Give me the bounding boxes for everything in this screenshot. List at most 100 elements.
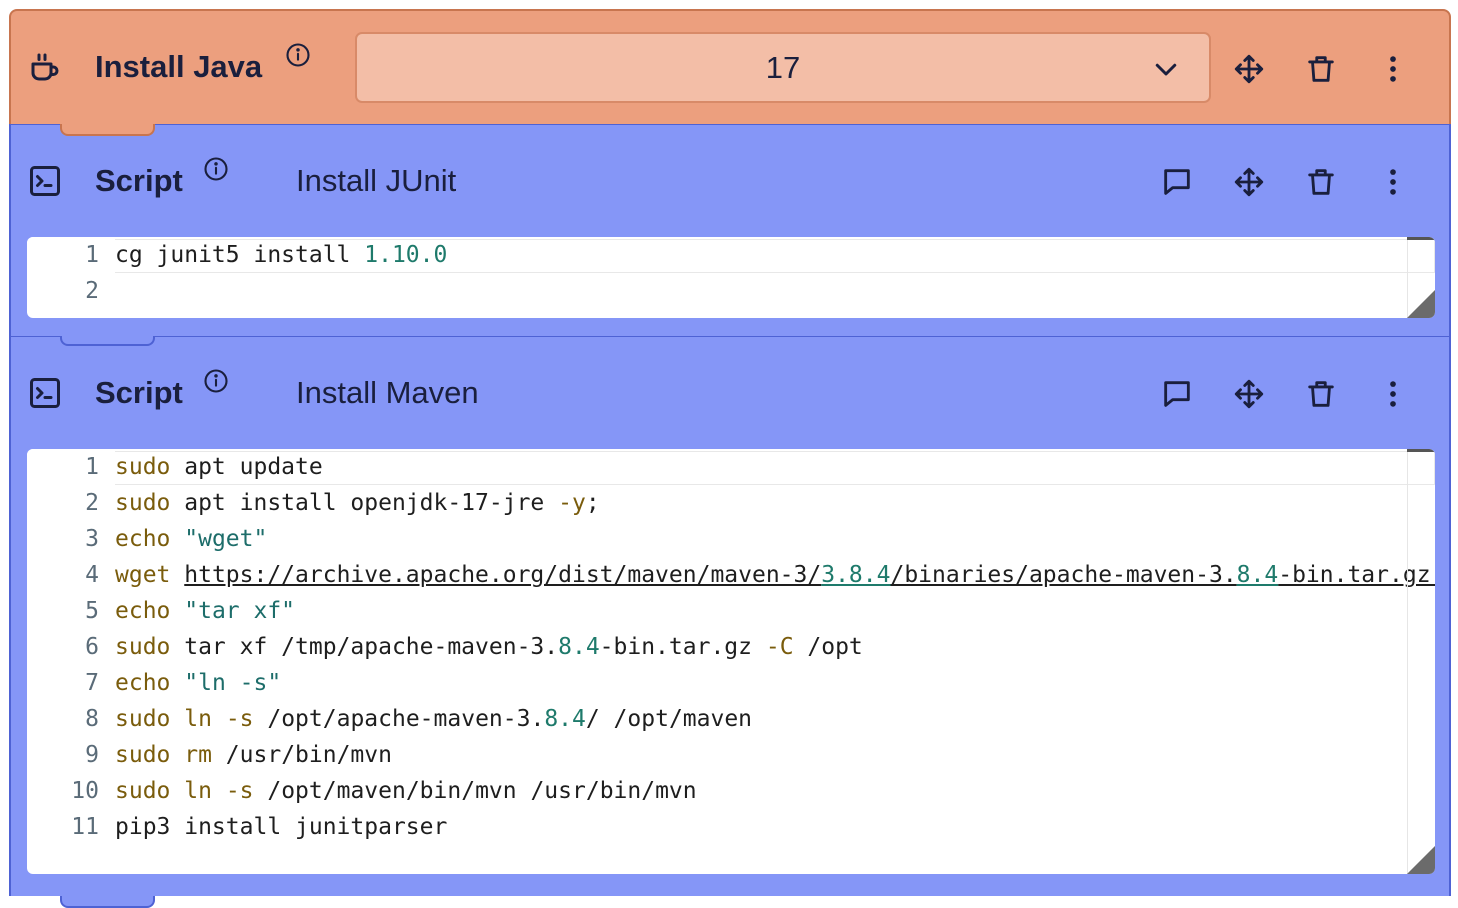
line-number: 10: [27, 773, 99, 809]
line-number: 11: [27, 809, 99, 845]
code-token: [170, 526, 184, 552]
code-token: cg junit5 install: [115, 242, 364, 268]
line-number: 3: [27, 521, 99, 557]
code-token: apt install openjdk-17-jre: [170, 490, 558, 516]
more-vertical-icon[interactable]: [1375, 376, 1411, 412]
install-java-step: Install Java 17: [9, 9, 1451, 124]
code-token: https://archive.apache.org/dist/maven/ma…: [184, 562, 821, 588]
line-number: 5: [27, 593, 99, 629]
step-type-label: Install Java: [95, 49, 262, 85]
code-token: [170, 562, 184, 588]
code-line[interactable]: 7echo "ln -s": [27, 665, 1435, 701]
code-text: cg junit5 install 1.10.0: [115, 237, 447, 273]
terminal-icon: [27, 163, 63, 199]
code-token: [170, 598, 184, 624]
code-line[interactable]: 3 echo "wget": [27, 521, 1435, 557]
line-number: 6: [27, 629, 99, 665]
java-version-select[interactable]: 17: [355, 32, 1211, 103]
code-token: "ln -s": [184, 670, 281, 696]
code-token: 3.8.4: [821, 562, 890, 588]
line-number: 9: [27, 737, 99, 773]
code-token: -s: [226, 778, 254, 804]
code-token: [170, 778, 184, 804]
step-type-label: Script: [95, 163, 183, 199]
more-vertical-icon[interactable]: [1375, 51, 1411, 87]
block-connector: [60, 336, 155, 346]
line-number: 4: [27, 557, 99, 593]
code-line[interactable]: 1 sudo apt update: [27, 449, 1435, 485]
resize-handle-icon[interactable]: [1407, 846, 1435, 874]
move-icon[interactable]: [1231, 376, 1267, 412]
code-token: [170, 742, 184, 768]
code-token: /binaries/apache-maven-3.: [890, 562, 1236, 588]
move-icon[interactable]: [1231, 51, 1267, 87]
info-icon[interactable]: [284, 41, 312, 69]
block-connector: [60, 124, 155, 136]
code-token: echo: [115, 670, 170, 696]
code-token: ;: [586, 490, 600, 516]
code-line[interactable]: 2sudo apt install openjdk-17-jre -y;: [27, 485, 1435, 521]
code-line[interactable]: 5 echo "tar xf": [27, 593, 1435, 629]
code-token: wget: [115, 562, 170, 588]
trash-icon[interactable]: [1303, 376, 1339, 412]
code-text: echo "wget": [115, 521, 267, 557]
code-token: sudo: [115, 706, 170, 732]
code-text: sudo apt install openjdk-17-jre -y;: [115, 485, 600, 521]
code-token: ln: [184, 706, 212, 732]
code-token: sudo: [115, 454, 170, 480]
code-token: echo: [115, 526, 170, 552]
comment-icon[interactable]: [1159, 164, 1195, 200]
code-line[interactable]: 1cg junit5 install 1.10.0: [27, 237, 1435, 273]
code-token: /usr/bin/mvn: [212, 742, 392, 768]
code-token: sudo: [115, 490, 170, 516]
code-token: 8.4: [1237, 562, 1279, 588]
code-text: pip3 install junitparser: [115, 809, 447, 845]
info-icon[interactable]: [202, 367, 230, 395]
code-token: echo: [115, 598, 170, 624]
code-token: 8.4: [544, 706, 586, 732]
code-token: -bin.tar.gz: [600, 634, 766, 660]
line-number: 1: [27, 449, 99, 485]
code-editor[interactable]: 1cg junit5 install 1.10.02: [27, 237, 1435, 318]
code-token: sudo: [115, 634, 170, 660]
code-text: sudo tar xf /tmp/apache-maven-3.8.4-bin.…: [115, 629, 863, 665]
trash-icon[interactable]: [1303, 51, 1339, 87]
code-token: -y: [558, 490, 586, 516]
code-token: apt update: [170, 454, 322, 480]
code-token: [170, 706, 184, 732]
code-line[interactable]: 9sudo rm /usr/bin/mvn: [27, 737, 1435, 773]
editor-scrollbar[interactable]: [1407, 449, 1435, 874]
code-token: "wget": [184, 526, 267, 552]
code-token: 8.4: [558, 634, 600, 660]
step-name[interactable]: Install JUnit: [296, 163, 456, 199]
code-line[interactable]: 6 sudo tar xf /tmp/apache-maven-3.8.4-bin…: [27, 629, 1435, 665]
step-type-label: Script: [95, 375, 183, 411]
coffee-cup-icon: [27, 49, 63, 85]
block-connector: [60, 896, 155, 908]
script-step-maven: Script Install Maven 1sudo apt update2su…: [9, 336, 1451, 896]
more-vertical-icon[interactable]: [1375, 164, 1411, 200]
code-token: [212, 778, 226, 804]
code-token: / /opt/maven: [586, 706, 752, 732]
code-line[interactable]: 8sudo ln -s /opt/apache-maven-3.8.4/ /op…: [27, 701, 1435, 737]
code-token: /opt: [794, 634, 863, 660]
java-step-actions: [1195, 51, 1411, 87]
line-number: 8: [27, 701, 99, 737]
info-icon[interactable]: [202, 155, 230, 183]
resize-handle-icon[interactable]: [1407, 290, 1435, 318]
code-token: tar xf /tmp/apache-maven-3.: [170, 634, 558, 660]
code-line[interactable]: 4 wget https://archive.apache.org/dist/ma…: [27, 557, 1435, 593]
code-text: sudo apt update: [115, 449, 323, 485]
code-line[interactable]: 11 pip3 install junitparser: [27, 809, 1435, 845]
code-line[interactable]: 10sudo ln -s /opt/maven/bin/mvn /usr/bin…: [27, 773, 1435, 809]
code-text: wget https://archive.apache.org/dist/mav…: [115, 557, 1435, 593]
code-token: "tar xf": [184, 598, 295, 624]
comment-icon[interactable]: [1159, 376, 1195, 412]
step-name[interactable]: Install Maven: [296, 375, 479, 411]
trash-icon[interactable]: [1303, 164, 1339, 200]
code-line[interactable]: 2: [27, 273, 1435, 309]
code-editor[interactable]: 1sudo apt update2sudo apt install openjd…: [27, 449, 1435, 874]
move-icon[interactable]: [1231, 164, 1267, 200]
code-token: -s: [226, 706, 254, 732]
script-step-junit: Script Install JUnit 1cg junit5 install …: [9, 124, 1451, 336]
